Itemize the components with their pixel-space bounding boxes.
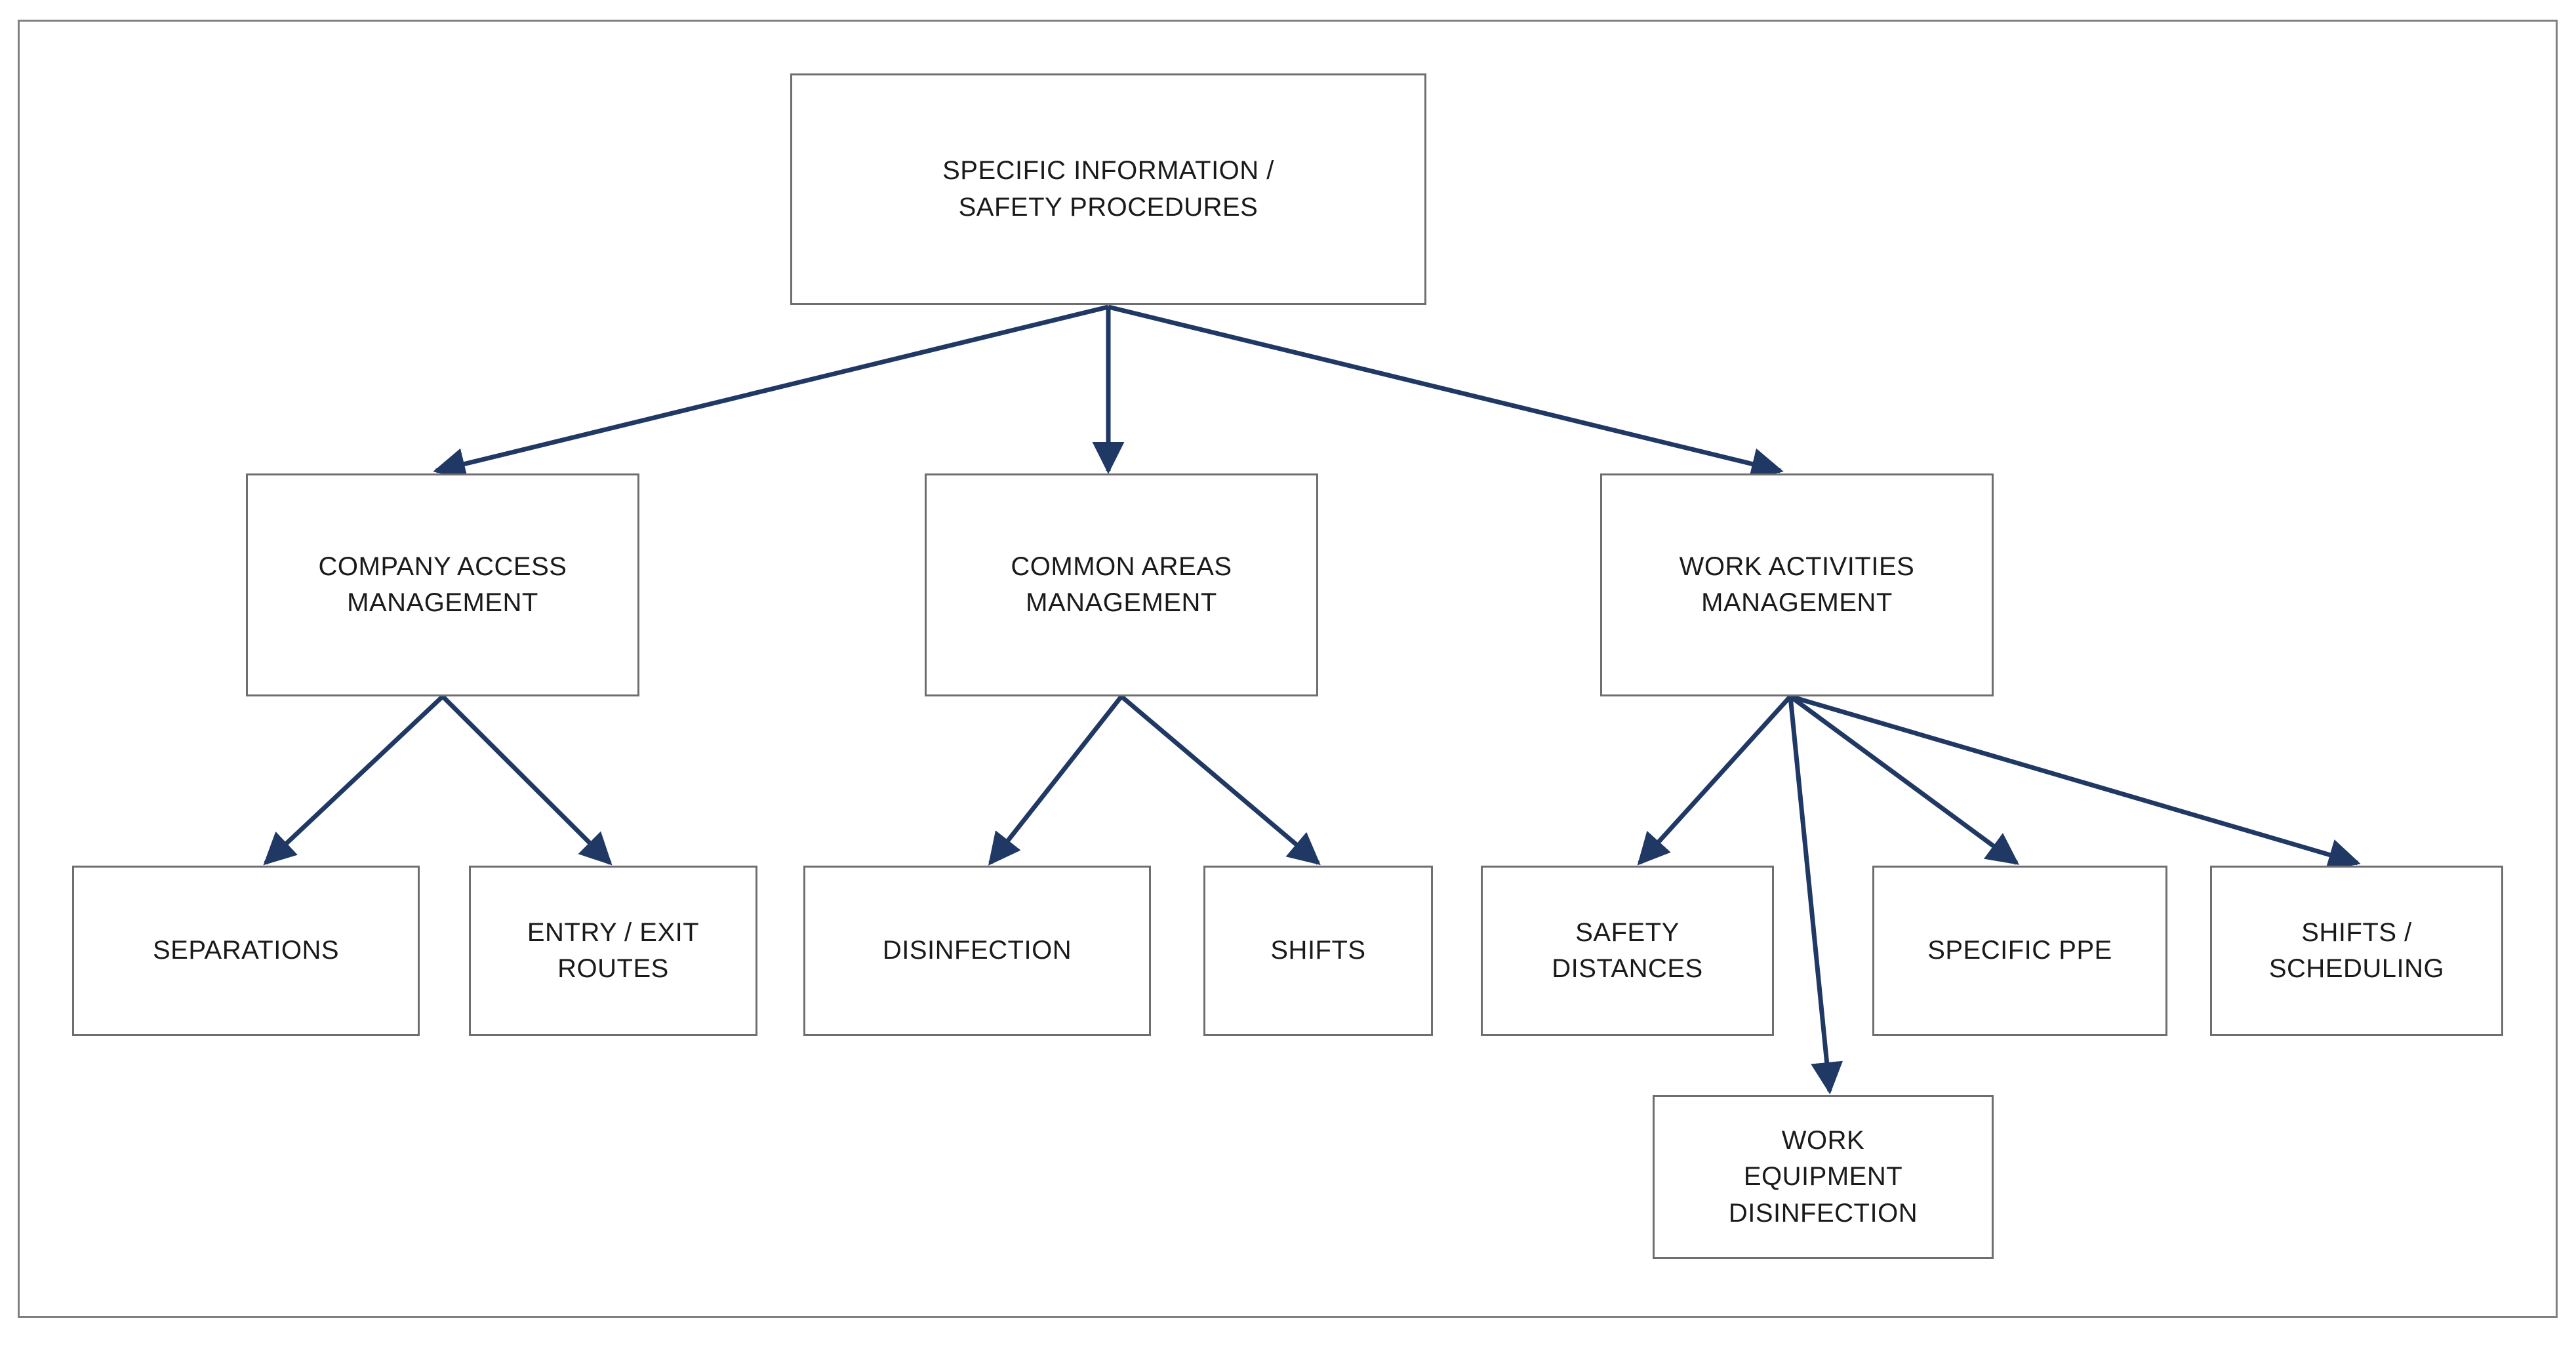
node-label: ENTRY / EXIT ROUTES: [527, 917, 700, 983]
node-label: COMMON AREAS MANAGEMENT: [1011, 552, 1232, 617]
node-label: DISINFECTION: [882, 936, 1072, 965]
node-company-access-management[interactable]: COMPANY ACCESS MANAGEMENT: [246, 473, 639, 696]
node-label: WORK ACTIVITIES MANAGEMENT: [1679, 552, 1915, 617]
node-separations[interactable]: SEPARATIONS: [72, 866, 420, 1036]
node-label: SPECIFIC PPE: [1927, 936, 2112, 965]
node-safety-distances[interactable]: SAFETY DISTANCES: [1481, 866, 1774, 1036]
node-shifts-scheduling[interactable]: SHIFTS / SCHEDULING: [2210, 866, 2503, 1036]
node-specific-ppe[interactable]: SPECIFIC PPE: [1872, 866, 2167, 1036]
node-label: SHIFTS: [1270, 936, 1366, 965]
node-work-activities-management[interactable]: WORK ACTIVITIES MANAGEMENT: [1600, 473, 1994, 696]
node-label: COMPANY ACCESS MANAGEMENT: [318, 552, 567, 617]
node-disinfection[interactable]: DISINFECTION: [803, 866, 1151, 1036]
node-label: WORK EQUIPMENT DISINFECTION: [1728, 1126, 1918, 1228]
node-label: SAFETY DISTANCES: [1552, 917, 1703, 983]
node-label: SHIFTS / SCHEDULING: [2268, 917, 2445, 983]
node-shifts[interactable]: SHIFTS: [1203, 866, 1433, 1036]
node-entry-exit-routes[interactable]: ENTRY / EXIT ROUTES: [469, 866, 757, 1036]
node-work-equipment-disinfection[interactable]: WORK EQUIPMENT DISINFECTION: [1653, 1095, 1994, 1259]
node-specific-information-safety-procedures[interactable]: SPECIFIC INFORMATION / SAFETY PROCEDURES: [790, 73, 1426, 305]
node-label: SPECIFIC INFORMATION / SAFETY PROCEDURES: [942, 156, 1274, 222]
node-label: SEPARATIONS: [152, 936, 340, 965]
node-common-areas-management[interactable]: COMMON AREAS MANAGEMENT: [925, 473, 1318, 696]
